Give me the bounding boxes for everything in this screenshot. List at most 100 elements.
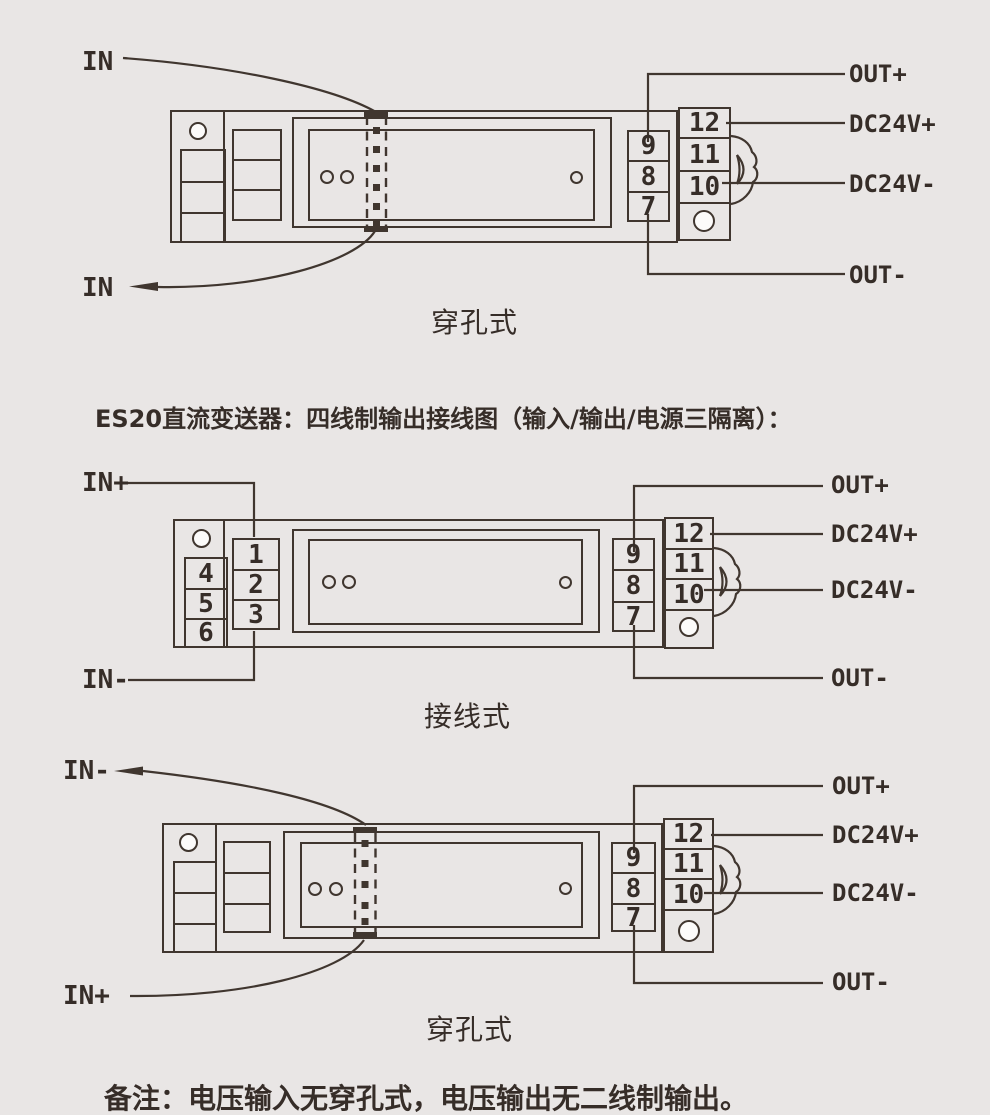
d3-terminal-11: 11 — [663, 848, 714, 880]
d1-module-inner-frame — [308, 129, 595, 221]
d1-arrow-left-icon — [129, 282, 158, 291]
d1-power-plus-label: DC24V+ — [849, 110, 936, 138]
d2-terminal-12: 12 — [664, 517, 714, 550]
d2-input-minus-label: IN- — [82, 665, 129, 695]
d2-mount-hole-icon — [679, 617, 699, 637]
d2-device-body — [173, 519, 664, 648]
d2-input-plus-label: IN+ — [82, 468, 129, 498]
d1-out-minus-wire — [646, 214, 845, 276]
d2-module-inner-frame — [308, 539, 583, 625]
d2-terminal-6: 6 — [184, 618, 228, 648]
d3-input-top-wire — [142, 769, 367, 826]
d1-input-top-label: IN — [82, 47, 114, 77]
d3-input-minus-label: IN- — [63, 756, 110, 786]
d3-terminal-9: 9 — [611, 842, 656, 874]
d1-left-slot — [232, 189, 282, 221]
d2-power-minus-label: DC24V- — [831, 576, 918, 604]
d1-terminal-9: 9 — [627, 130, 670, 162]
d3-terminal-7: 7 — [611, 903, 656, 932]
d2-led-hole-icon — [322, 575, 336, 589]
d2-terminal-4: 4 — [184, 557, 228, 590]
d3-out-plus-wire — [632, 784, 823, 853]
d3-module-inner-frame — [300, 842, 583, 928]
d3-left-slot — [173, 923, 217, 953]
d1-din-clip-icon — [730, 134, 759, 206]
d3-terminal-blank — [663, 909, 714, 953]
d1-led-hole-icon — [570, 171, 583, 184]
d3-din-clip-icon — [713, 844, 742, 916]
d1-power-minus-label: DC24V- — [849, 170, 936, 198]
d2-out-minus-label: OUT- — [831, 664, 889, 692]
d1-left-slot — [180, 149, 226, 183]
d2-out-plus-label: OUT+ — [831, 471, 889, 499]
d3-left-slot — [223, 903, 271, 933]
d1-mount-hole-icon — [189, 122, 207, 140]
d2-caption: 接线式 — [424, 700, 512, 733]
d3-arrow-left-icon — [114, 766, 143, 776]
d1-terminal-8: 8 — [627, 160, 670, 193]
d3-out-minus-label: OUT- — [832, 968, 890, 996]
d3-left-slot — [223, 872, 271, 905]
d2-out-minus-wire — [632, 625, 823, 680]
d1-led-hole-icon — [340, 170, 354, 184]
d1-left-slot — [180, 181, 226, 214]
d3-terminal-8: 8 — [611, 872, 656, 905]
d3-led-hole-icon — [559, 882, 572, 895]
d1-led-hole-icon — [320, 170, 334, 184]
d3-left-slot — [223, 841, 271, 874]
d2-led-hole-icon — [559, 576, 572, 589]
d1-caption: 穿孔式 — [431, 306, 519, 339]
d1-device-body — [170, 110, 678, 243]
d2-terminal-10: 10 — [664, 578, 714, 611]
footer-note: 备注：电压输入无穿孔式，电压输出无二线制输出。 — [104, 1082, 749, 1115]
d2-din-clip-icon — [713, 546, 742, 618]
d3-power-minus-label: DC24V- — [832, 879, 919, 907]
d2-terminal-9: 9 — [612, 538, 655, 571]
d1-out-plus-label: OUT+ — [849, 60, 907, 88]
d3-device-body — [162, 823, 663, 953]
d1-mount-hole-icon — [693, 210, 715, 232]
d1-input-top-wire — [122, 56, 377, 113]
d2-led-hole-icon — [342, 575, 356, 589]
d1-out-minus-label: OUT- — [849, 261, 907, 289]
d2-terminal-1: 1 — [232, 538, 280, 571]
d3-wiring — [114, 766, 823, 998]
d2-terminal-2: 2 — [232, 569, 280, 601]
d3-caption: 穿孔式 — [426, 1013, 514, 1046]
d2-terminal-3: 3 — [232, 599, 280, 630]
d2-out-plus-wire — [632, 484, 823, 552]
d1-left-slot — [232, 129, 282, 161]
d2-module-frame — [292, 529, 600, 633]
d3-left-slot — [173, 892, 217, 925]
d1-out-plus-wire — [646, 72, 845, 142]
d2-terminal-5: 5 — [184, 588, 228, 620]
d1-terminal-7: 7 — [627, 191, 670, 222]
d1-terminal-10: 10 — [678, 170, 731, 204]
d2-terminal-11: 11 — [664, 548, 714, 580]
d3-terminal-12: 12 — [663, 818, 714, 850]
d3-terminal-10: 10 — [663, 878, 714, 911]
d3-left-slot — [173, 861, 217, 894]
d3-led-hole-icon — [308, 882, 322, 896]
d2-terminal-8: 8 — [612, 569, 655, 603]
d3-mount-hole-icon — [678, 920, 700, 942]
d3-out-minus-wire — [632, 925, 823, 985]
d3-mount-hole-icon — [179, 833, 198, 852]
d3-module-frame — [283, 831, 600, 939]
d3-through-hole-slot — [353, 827, 377, 938]
d1-terminal-blank — [678, 202, 731, 241]
d1-module-frame — [292, 117, 612, 228]
d2-terminal-blank — [664, 609, 714, 649]
d3-out-plus-label: OUT+ — [832, 772, 890, 800]
d3-input-plus-label: IN+ — [63, 981, 110, 1011]
d2-mount-hole-icon — [192, 529, 211, 548]
d2-terminal-7: 7 — [612, 601, 655, 632]
d1-input-bottom-label: IN — [82, 273, 114, 303]
d2-endcap-divider — [223, 519, 225, 648]
d1-terminal-11: 11 — [678, 137, 731, 172]
d1-terminal-12: 12 — [678, 107, 731, 139]
d1-left-slot — [180, 212, 226, 243]
d2-power-plus-label: DC24V+ — [831, 520, 918, 548]
